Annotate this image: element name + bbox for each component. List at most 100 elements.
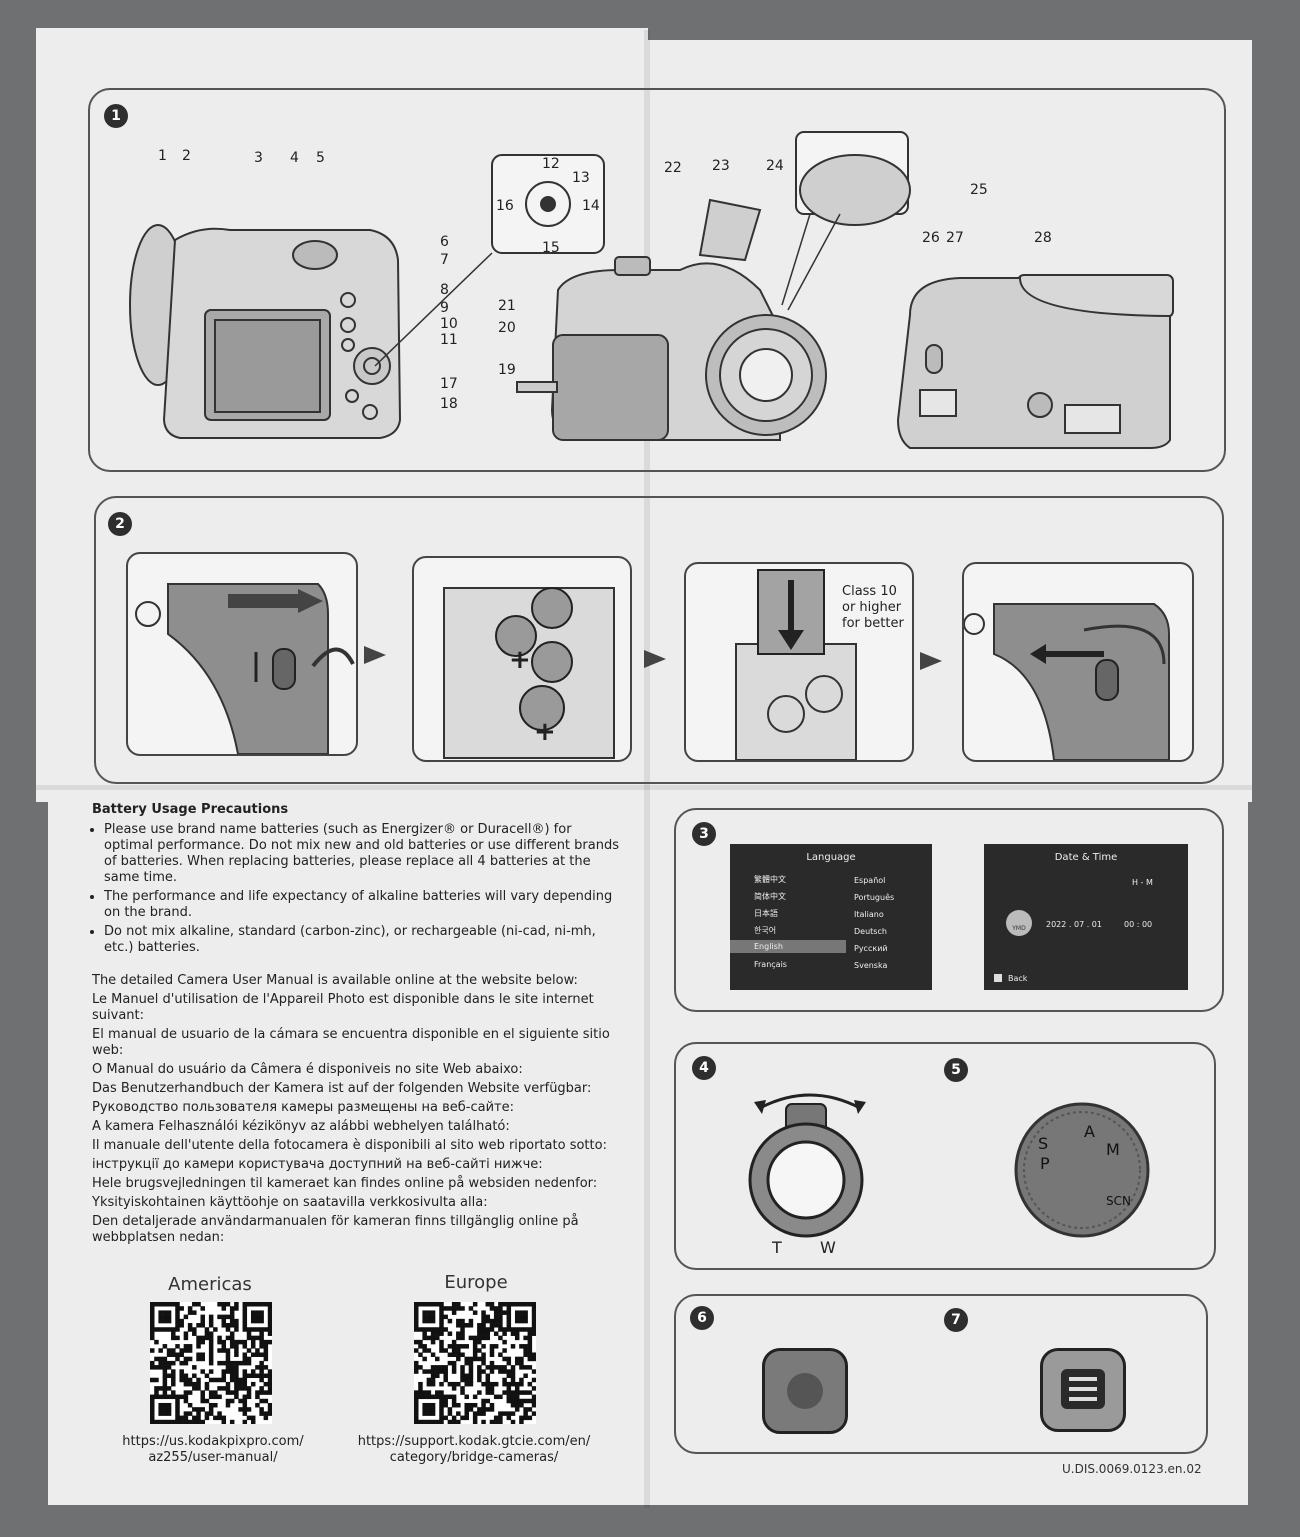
url-europe[interactable]: https://support.kodak.gtcie.com/en/ cate… xyxy=(357,1434,591,1465)
panel-battery-install xyxy=(94,496,1224,784)
manual-line: O Manual do usuário da Câmera é disponiv… xyxy=(92,1062,523,1077)
part-label: 13 xyxy=(572,170,590,186)
part-label: 17 xyxy=(440,376,458,392)
part-label: 15 xyxy=(542,240,560,256)
part-label: 26 xyxy=(922,230,940,246)
language-screen-title: Language xyxy=(806,852,856,863)
precaution-item: The performance and life expectancy of a… xyxy=(104,889,622,921)
menu-list-icon xyxy=(1061,1369,1105,1409)
precaution-item: Please use brand name batteries (such as… xyxy=(104,822,622,886)
language-option[interactable]: Русский xyxy=(854,944,888,953)
language-option[interactable]: Español xyxy=(854,876,886,885)
language-option[interactable]: 日本語 xyxy=(754,909,778,918)
manual-line: A kamera Felhasználói kézikönyv az alább… xyxy=(92,1119,510,1134)
step-number: 7 xyxy=(944,1308,968,1332)
ymd-badge-icon[interactable]: YMD xyxy=(1006,910,1032,936)
part-label: 4 xyxy=(290,150,299,166)
language-option[interactable]: 한국어 xyxy=(754,926,777,935)
menu-button[interactable] xyxy=(1040,1348,1126,1432)
language-option[interactable]: Português xyxy=(854,893,895,902)
part-label: 2 xyxy=(182,148,191,164)
back-icon xyxy=(994,974,1002,982)
language-option[interactable]: 简体中文 xyxy=(754,892,786,901)
language-option-selected[interactable]: English xyxy=(730,940,846,953)
shutter-icon xyxy=(787,1373,823,1409)
precautions-list: Please use brand name batteries (such as… xyxy=(92,822,622,956)
part-label: 24 xyxy=(766,158,784,174)
mode-dial-letter: M xyxy=(1106,1140,1120,1159)
part-label: 7 xyxy=(440,252,449,268)
camera-front-view xyxy=(516,198,827,441)
zoom-lever-illustration[interactable] xyxy=(740,1080,880,1250)
camera-bottom-view xyxy=(896,274,1174,449)
part-label: 25 xyxy=(970,182,988,198)
zoom-tele-label: T xyxy=(772,1238,782,1257)
qr-code-europe[interactable] xyxy=(414,1302,537,1425)
step-number: 6 xyxy=(690,1306,714,1330)
precautions-heading: Battery Usage Precautions xyxy=(92,802,289,817)
part-label: 1 xyxy=(158,148,167,164)
part-label: 12 xyxy=(542,156,560,172)
svg-text:+: + xyxy=(534,717,556,747)
battery-precautions: Battery Usage Precautions Please use bra… xyxy=(92,802,622,1249)
sheet-bottom-left xyxy=(48,788,648,1505)
part-label: 27 xyxy=(946,230,964,246)
sd-card-note: Class 10 or higher for better xyxy=(842,584,904,631)
manual-line: Hele brugsvejledningen til kameraet kan … xyxy=(92,1176,598,1191)
panel-zoom-mode xyxy=(674,1042,1216,1270)
manual-line: Il manuale dell'utente della fotocamera … xyxy=(92,1138,607,1153)
manual-line: Le Manuel d'utilisation de l'Appareil Ph… xyxy=(92,992,594,1023)
language-screen: Language 繁體中文 简体中文 日本語 한국어 English Franç… xyxy=(730,844,932,990)
url-americas[interactable]: https://us.kodakpixpro.com/ az255/user-m… xyxy=(122,1434,304,1465)
part-label: 6 xyxy=(440,234,449,250)
part-label: 10 xyxy=(440,316,458,332)
panel-camera-parts xyxy=(88,88,1226,472)
language-option[interactable]: Deutsch xyxy=(854,927,887,936)
part-label: 22 xyxy=(664,160,682,176)
part-label: 19 xyxy=(498,362,516,378)
camera-parts-illustration xyxy=(129,131,1174,449)
region-americas-label: Americas xyxy=(168,1274,252,1295)
part-label: 5 xyxy=(316,150,325,166)
language-option[interactable]: Français xyxy=(754,960,787,969)
zoom-wide-label: W xyxy=(820,1238,836,1257)
step-number: 4 xyxy=(692,1056,716,1080)
mode-dial-letter: A xyxy=(1084,1122,1095,1141)
date-format[interactable]: H - M xyxy=(1132,878,1153,887)
language-option[interactable]: Italiano xyxy=(854,910,884,919)
panel-initial-setup xyxy=(674,808,1224,1012)
shutter-button[interactable] xyxy=(762,1348,848,1434)
part-label: 16 xyxy=(496,198,514,214)
next-step-arrow xyxy=(920,652,942,670)
part-label: 8 xyxy=(440,282,449,298)
manual-line: Yksityiskohtainen käyttöohje on saatavil… xyxy=(92,1195,488,1210)
back-button[interactable]: Back xyxy=(1008,974,1028,983)
part-label: 23 xyxy=(712,158,730,174)
horizontal-fold xyxy=(36,785,1252,790)
mode-dial-letter: SCN xyxy=(1106,1194,1131,1208)
camera-back-view xyxy=(129,224,402,439)
panel-buttons xyxy=(674,1294,1208,1454)
date-screen-title: Date & Time xyxy=(1054,852,1118,863)
language-option[interactable]: 繁體中文 xyxy=(754,875,786,884)
next-step-arrow xyxy=(644,650,666,668)
manual-line: Den detaljerade användarmanualen för kam… xyxy=(92,1214,579,1245)
manual-line: інструкції до камери користувача доступн… xyxy=(92,1157,543,1172)
part-label: 14 xyxy=(582,198,600,214)
manual-line: Руководство пользователя камеры размещен… xyxy=(92,1100,514,1115)
qr-code-americas[interactable] xyxy=(150,1302,273,1425)
time-value[interactable]: 00 : 00 xyxy=(1124,920,1153,929)
part-label: 21 xyxy=(498,298,516,314)
part-label: 3 xyxy=(254,150,263,166)
mode-dial-letter: S xyxy=(1038,1134,1049,1153)
date-value[interactable]: 2022 . 07 . 01 xyxy=(1046,920,1102,929)
mode-dial-illustration[interactable] xyxy=(1012,1100,1152,1240)
part-label: 18 xyxy=(440,396,458,412)
step-insert-batteries: + + xyxy=(412,556,632,762)
part-label: 11 xyxy=(440,332,458,348)
step-insert-sd-card xyxy=(684,562,914,762)
step-open-door xyxy=(126,552,358,756)
mode-dial-letter: P xyxy=(1040,1154,1050,1173)
language-option[interactable]: Svenska xyxy=(854,961,888,970)
date-time-screen: Date & Time H - M YMD 2022 . 07 . 01 00 … xyxy=(984,844,1188,990)
